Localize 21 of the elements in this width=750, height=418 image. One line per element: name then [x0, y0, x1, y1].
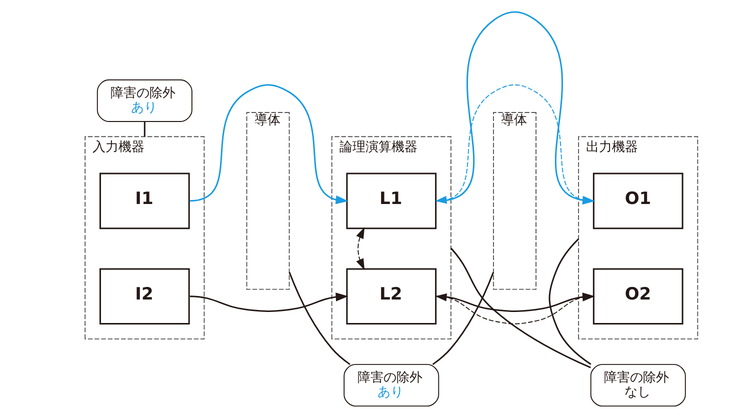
- node-box: 障害の除外 なし: [590, 364, 686, 407]
- arrow: [434, 84, 593, 204]
- arrow: [436, 292, 594, 312]
- node-box: I1: [98, 172, 190, 230]
- node-box: 導体: [246, 112, 290, 290]
- node-box: 導体: [492, 112, 536, 290]
- node-box: I2: [98, 268, 190, 325]
- arrow: [356, 227, 364, 270]
- node-box: O2: [592, 268, 683, 325]
- node-box: O1: [592, 172, 683, 230]
- connector: [143, 122, 145, 137]
- arrow: [190, 292, 348, 312]
- connector: [288, 272, 350, 366]
- connector: [450, 248, 590, 368]
- connector: [548, 238, 591, 365]
- node-box: L1: [346, 172, 436, 230]
- node-box: 障害の除外 あり: [343, 364, 439, 407]
- node-box: L2: [346, 268, 436, 325]
- connector: [432, 272, 494, 366]
- node-box: 障害の除外 あり: [96, 79, 192, 122]
- arrow: [189, 84, 348, 204]
